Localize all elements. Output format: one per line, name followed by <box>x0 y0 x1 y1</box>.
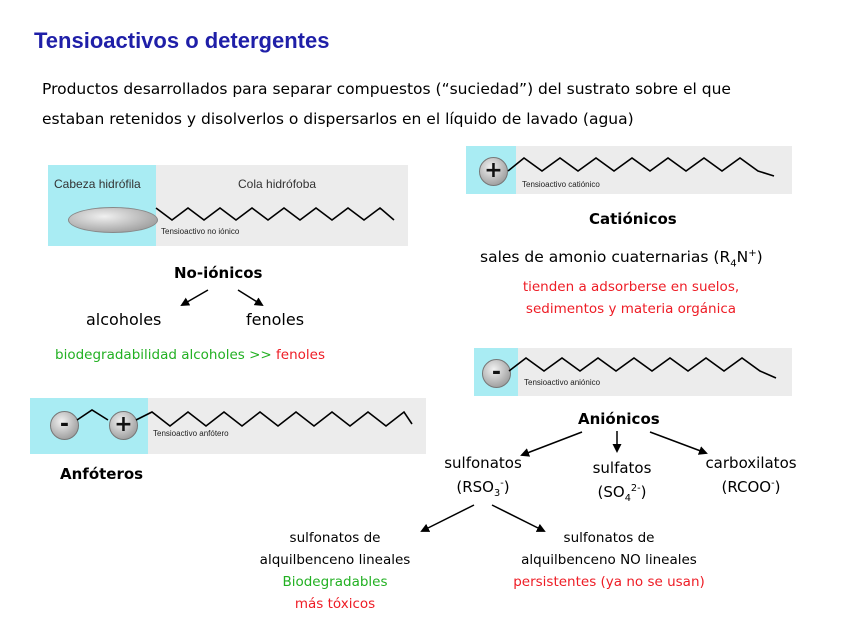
nonlinear-line1: sulfonatos de <box>563 530 655 546</box>
arrow-to-sulfonatos <box>520 431 583 457</box>
biodeg-red-text: fenoles <box>276 347 326 363</box>
nonlinear-line2: alquilbenceno NO lineales <box>521 552 697 568</box>
cationic-warning-line2: sedimentos y materia orgánica <box>525 301 737 317</box>
amphoteric-caption: Tensioactivo anfótero <box>153 429 229 438</box>
cation-plus-icon: + <box>479 157 508 186</box>
anion-minus-icon: - <box>482 359 511 388</box>
sulfatos-formula: (SO42-) <box>572 483 672 504</box>
sulfatos-formula-a: (SO <box>597 483 625 501</box>
amphoteric-heading: Anfóteros <box>60 465 144 483</box>
anionic-diagram-panel <box>474 348 792 396</box>
head-label: Cabeza hidrófila <box>54 177 141 191</box>
salts-mid: N <box>736 248 749 267</box>
amphoteric-plus-icon: + <box>109 411 138 440</box>
sulfatos-formula-sub: 4 <box>624 493 631 504</box>
linear-biodegradables: Biodegradables <box>282 574 388 590</box>
nonionic-heading: No-iónicos <box>174 264 263 282</box>
carboxilatos-formula: (RCOO-) <box>686 478 816 496</box>
biodeg-green-text: biodegradabilidad alcoholes >> <box>55 347 272 363</box>
biodegradability-note: biodegradabilidad alcoholes >> fenoles <box>55 347 325 363</box>
tail-label: Cola hidrófoba <box>238 177 317 191</box>
sulfatos-label: sulfatos <box>592 459 652 477</box>
intro-line-1: Productos desarrollados para separar com… <box>42 80 731 98</box>
sulfonatos-formula-sub: 3 <box>494 488 501 499</box>
arrow-to-alcoholes <box>180 289 209 306</box>
linear-line1: sulfonatos de <box>289 530 381 546</box>
linear-line2: alquilbenceno lineales <box>259 552 411 568</box>
salts-sub: 4 <box>730 258 737 270</box>
arrow-to-nonlinear <box>491 504 546 532</box>
amphoteric-link <box>76 409 109 421</box>
arrow-to-linear <box>420 504 475 532</box>
salts-prefix: sales de amonio cuaternarias (R <box>480 248 731 267</box>
cationic-diagram-panel <box>466 146 792 194</box>
carboxilatos-formula-b: ) <box>774 478 781 496</box>
sulfatos-formula-sup: 2- <box>630 483 641 494</box>
intro-line-2: estaban retenidos y disolverlos o disper… <box>42 110 634 128</box>
arrow-to-carboxilatos <box>649 431 708 455</box>
amphoteric-tail-chain <box>135 410 413 428</box>
salts-suffix: ) <box>756 248 763 267</box>
sulfonatos-formula: (RSO3-) <box>420 478 546 499</box>
linear-more-toxic: más tóxicos <box>294 596 376 612</box>
anionic-caption: Tensioactivo aniónico <box>524 378 601 387</box>
carboxilatos-formula-sup: - <box>771 478 775 489</box>
page-title: Tensioactivos o detergentes <box>34 28 330 53</box>
cationic-warning-line1: tienden a adsorberse en suelos, <box>522 279 740 295</box>
anionic-tail-chain <box>508 357 777 379</box>
amphoteric-minus-icon: - <box>50 411 79 440</box>
sulfonatos-formula-a: (RSO <box>456 478 494 496</box>
hydrophilic-head-ellipse <box>68 207 158 233</box>
sulfonatos-formula-b: ) <box>503 478 510 496</box>
nonionic-tail-chain <box>155 206 395 221</box>
sulfatos-formula-b: ) <box>640 483 647 501</box>
sulfonatos-formula-sup: - <box>500 478 504 489</box>
sulfonatos-label: sulfonatos <box>444 454 522 472</box>
cationic-caption: Tensioactivo catiónico <box>522 180 600 189</box>
salts-sup: + <box>748 248 757 259</box>
anionic-heading: Aniónicos <box>578 410 660 428</box>
nonionic-caption: Tensioactivo no iónico <box>161 227 240 236</box>
carboxilatos-label: carboxilatos <box>705 454 797 472</box>
nonlinear-persistent: persistentes (ya no se usan) <box>513 574 705 590</box>
cationic-salts: sales de amonio cuaternarias (R4N+) <box>480 248 763 269</box>
nonionic-fenoles: fenoles <box>246 310 305 329</box>
cationic-heading: Catiónicos <box>589 210 677 228</box>
nonionic-alcoholes: alcoholes <box>86 310 162 329</box>
arrow-to-fenoles <box>237 289 264 307</box>
cationic-tail-chain <box>507 156 775 177</box>
carboxilatos-formula-a: (RCOO <box>721 478 772 496</box>
